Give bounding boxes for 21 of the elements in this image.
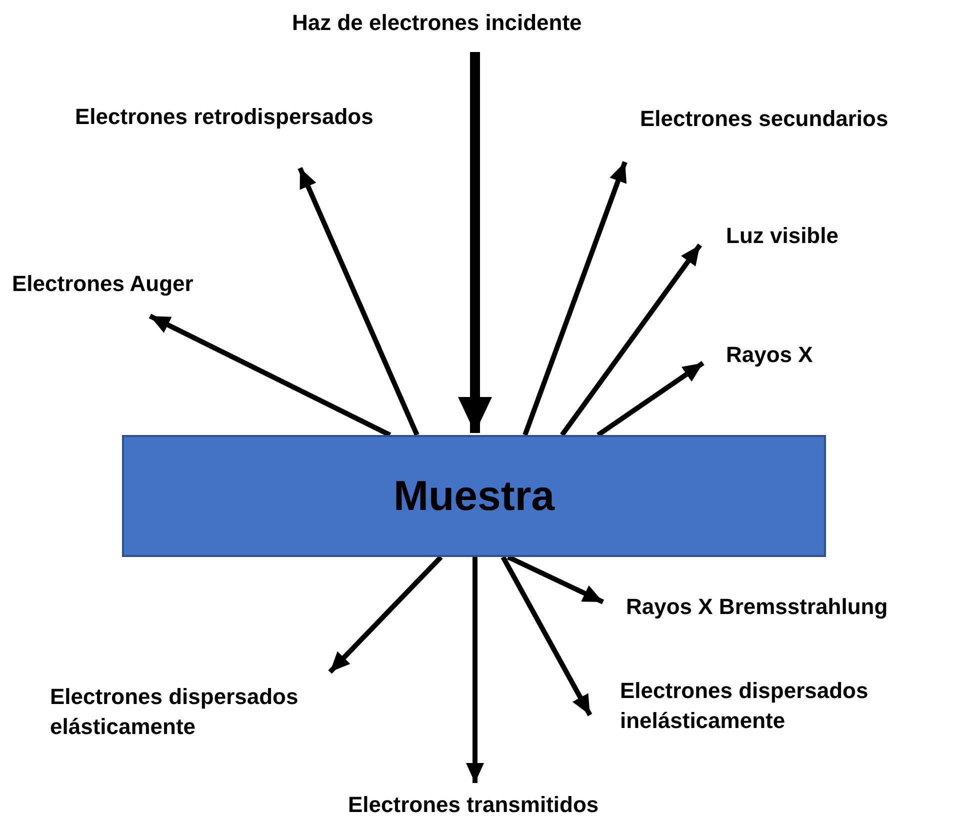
label-text: Rayos X [726, 340, 813, 370]
label-text: Electrones dispersados elásticamente [50, 682, 380, 742]
label-text: Electrones transmitidos [348, 790, 599, 817]
label-text: Electrones retrodispersados [75, 102, 374, 132]
arrow [148, 314, 392, 438]
sample-box: Muestra [122, 435, 826, 557]
arrow [298, 167, 420, 436]
arrow [466, 557, 484, 783]
label-text: Luz visible [726, 221, 838, 251]
arrow [328, 555, 443, 674]
arrow [500, 556, 592, 716]
label-text: Electrones dispersados inelásticamente [620, 676, 950, 736]
label-text: Haz de electrones incidente [292, 8, 582, 38]
arrow [560, 244, 702, 436]
arrow [522, 161, 628, 436]
arrow [458, 52, 492, 433]
label-text: Rayos X Bremsstrahlung [626, 592, 888, 622]
label-text: Electrones secundarios [640, 104, 888, 134]
arrow [506, 554, 604, 604]
arrow [596, 360, 704, 438]
label-text: Electrones Auger [12, 269, 194, 299]
